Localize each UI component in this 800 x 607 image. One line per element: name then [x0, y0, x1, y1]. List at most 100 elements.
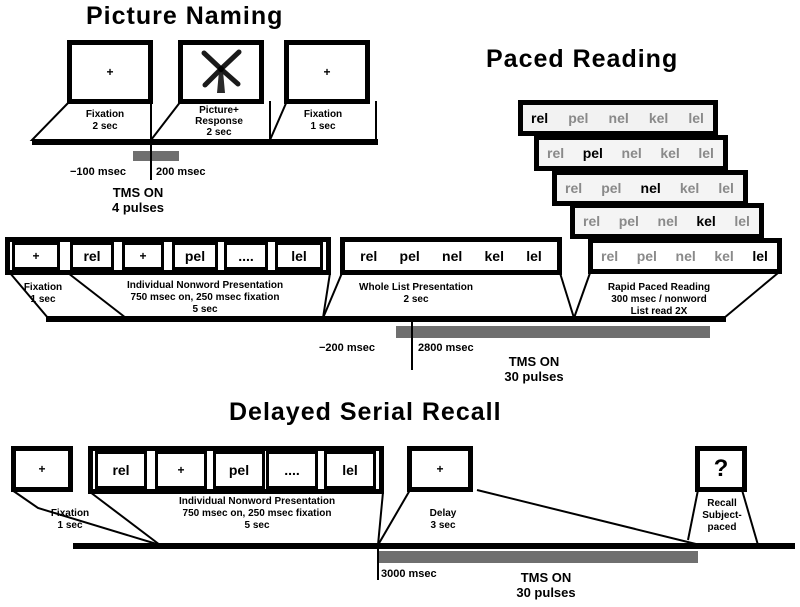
- pr-fixation-label: Fixation: [23, 282, 63, 293]
- pr-rapid-connector-left: [573, 272, 591, 319]
- dr-delay-connector-left: [377, 489, 411, 546]
- dr-onset-tick: [377, 546, 379, 580]
- dr-delay-time: 3 sec: [430, 520, 456, 531]
- dr-individual-text: +: [177, 463, 185, 477]
- pr-rapid-word: lel: [718, 180, 734, 196]
- pr-whole-list-frame: rel pel nel kel lel: [340, 237, 562, 275]
- pn-picture-label2: Response: [195, 116, 243, 127]
- pr-whole-word: rel: [360, 248, 378, 264]
- dr-tms-label: TMS ON 30 pulses: [484, 570, 608, 600]
- pr-whole-caption: Whole List Presentation 2 sec: [340, 282, 492, 306]
- pn-picture-screen: [178, 40, 264, 104]
- pr-tms-label: TMS ON 30 pulses: [474, 354, 594, 384]
- pr-rapid-strip: rel pel nel kel lel: [552, 170, 748, 206]
- pr-whole-time: 2 sec: [403, 294, 429, 305]
- dr-individual-connector-left: [89, 491, 161, 546]
- pr-whole-word: nel: [442, 248, 463, 264]
- pr-post-time: 2800 msec: [418, 342, 474, 354]
- pr-individual-screen: rel: [70, 242, 114, 270]
- plus-icon: +: [38, 462, 46, 476]
- dr-individual-screen: +: [155, 451, 207, 489]
- pr-pre-time: −200 msec: [319, 342, 375, 354]
- question-mark-icon: ?: [713, 455, 729, 482]
- pr-individual-connector-right: [322, 272, 331, 319]
- dr-recall-caption: Recall Subject- paced: [694, 498, 750, 534]
- pr-rapid-word: rel: [583, 213, 601, 229]
- pr-onset-tick: [411, 320, 413, 370]
- pn-tms-label: TMS ON 4 pulses: [98, 185, 178, 215]
- pn-fixation2-screen: +: [284, 40, 370, 104]
- pn-picture-label1: Picture+: [199, 105, 239, 116]
- pr-rapid-detail: 300 msec / nonword: [611, 294, 707, 305]
- pr-rapid-word: pel: [601, 180, 622, 196]
- dr-delay-connector-right: [476, 489, 701, 546]
- pn-picture-time: 2 sec: [206, 127, 232, 138]
- pn-fixation1-caption: Fixation 2 sec: [62, 109, 148, 133]
- pn-timeline: [32, 139, 378, 145]
- pr-individual-text: lel: [291, 248, 307, 264]
- pr-whole-connector-right: [559, 272, 575, 319]
- pr-individual-title: Individual Nonword Presentation: [126, 280, 284, 291]
- pr-rapid-word: nel: [640, 180, 661, 196]
- plus-icon: +: [106, 65, 114, 79]
- paced-reading-title: Paced Reading: [486, 45, 679, 73]
- pr-rapid-word: lel: [698, 145, 714, 161]
- dr-fixation-label: Fixation: [50, 508, 90, 519]
- dr-timeline: [73, 543, 795, 549]
- pr-rapid-word: nel: [608, 110, 629, 126]
- dr-tms-bar: [378, 551, 698, 563]
- dr-individual-title: Individual Nonword Presentation: [178, 496, 336, 507]
- pr-rapid-word: kel: [679, 180, 700, 196]
- pr-rapid-word: rel: [565, 180, 583, 196]
- pr-rapid-word: nel: [675, 248, 696, 264]
- pr-fixation-time: 1 sec: [30, 294, 56, 305]
- pr-rapid-strip: rel pel nel kel lel: [570, 203, 764, 239]
- pr-rapid-word: rel: [547, 145, 565, 161]
- pr-rapid-word: pel: [618, 213, 639, 229]
- plus-icon: +: [436, 462, 444, 476]
- pr-rapid-word: kel: [648, 110, 669, 126]
- pn-tms-line1: TMS ON: [112, 185, 164, 200]
- dr-fixation-connector: [11, 489, 161, 546]
- pr-individual-screen: lel: [275, 242, 323, 270]
- pr-rapid-word: kel: [660, 145, 680, 161]
- dr-recall-connector-right: [741, 489, 759, 546]
- pr-timeline: [46, 316, 726, 322]
- pr-tms-line1: TMS ON: [508, 354, 560, 369]
- pr-rapid-word: nel: [657, 213, 678, 229]
- pn-fixation1-label: Fixation: [85, 109, 125, 120]
- dr-recall-screen: ?: [695, 446, 747, 492]
- pr-whole-word: kel: [484, 248, 504, 264]
- pn-fixation1-time: 2 sec: [92, 121, 118, 132]
- pr-rapid-repeat: List read 2X: [630, 306, 688, 317]
- pr-tms-line2: 30 pulses: [504, 369, 564, 384]
- pr-individual-screen: ....: [224, 242, 268, 270]
- dr-delay-label: Delay: [429, 508, 457, 519]
- pr-individual-screen: +: [122, 242, 164, 270]
- dr-fixation-time: 1 sec: [57, 520, 83, 531]
- dr-delay-caption: Delay 3 sec: [420, 508, 466, 532]
- pr-rapid-word: lel: [734, 213, 750, 229]
- pr-whole-word: lel: [526, 248, 542, 264]
- dr-individual-screen: pel: [213, 451, 265, 489]
- pr-rapid-word: rel: [531, 110, 549, 126]
- pr-individual-screen: pel: [172, 242, 218, 270]
- pr-rapid-word: kel: [696, 213, 716, 229]
- windmill-icon: [201, 49, 242, 93]
- dr-individual-text: lel: [342, 462, 358, 478]
- picture-naming-title: Picture Naming: [86, 2, 284, 30]
- pr-rapid-word: lel: [752, 248, 768, 264]
- dr-recall-line1: Recall: [707, 498, 737, 509]
- pr-rapid-word: pel: [636, 248, 657, 264]
- pn-fixation2-caption: Fixation 1 sec: [280, 109, 366, 133]
- pr-individual-text: +: [139, 249, 147, 263]
- dr-tms-line1: TMS ON: [520, 570, 572, 585]
- pr-individual-detail: 750 msec on, 250 msec fixation: [130, 292, 280, 303]
- pn-post-time: 200 msec: [156, 166, 206, 178]
- pn-tms-line2: 4 pulses: [111, 200, 165, 215]
- pn-tms-bar: [133, 151, 179, 161]
- pr-individual-caption: Individual Nonword Presentation 750 msec…: [92, 280, 318, 316]
- pr-individual-text: rel: [83, 248, 101, 264]
